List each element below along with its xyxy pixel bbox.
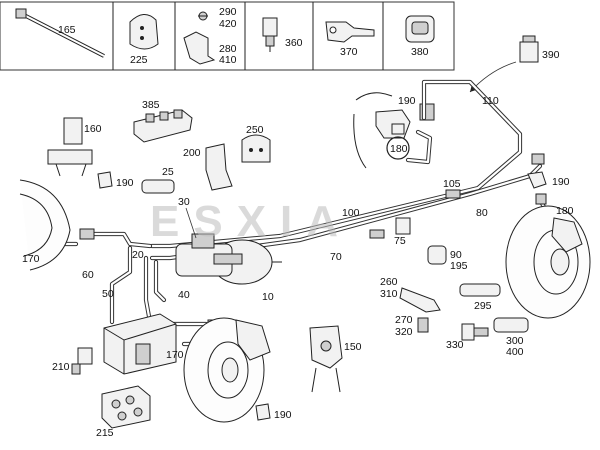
rear-brake-assembly-top [353,92,435,169]
clip-190-bottom [255,403,271,421]
label-190-bottom: 190 [274,409,292,421]
sensor-part [262,17,278,52]
label-320: 320 [395,326,413,338]
label-330: 330 [446,339,464,351]
highlight-circle-180 [386,136,410,160]
line-clip-part [325,21,375,43]
watermark-text: ESXIA [150,197,352,246]
label-150: 150 [344,341,362,353]
pad-clip-260 [399,287,441,313]
sleeve-300 [493,317,529,333]
label-75: 75 [394,235,406,247]
front-right-brake-disc [505,205,591,319]
label-360: 360 [285,37,303,49]
label-250: 250 [246,124,264,136]
label-390: 390 [542,49,560,61]
cable-tie-part [15,8,105,58]
label-215: 215 [96,427,114,439]
header-parts-strip: 165 225 290 420 280 410 360 370 [0,1,455,71]
label-90: 90 [450,249,462,261]
label-30: 30 [178,196,190,208]
label-190-left: 190 [116,177,134,189]
front-lower-brake-disc [183,317,271,423]
label-180-right: 180 [556,205,574,217]
label-400: 400 [506,346,524,358]
label-170-left: 170 [22,253,40,265]
label-385: 385 [142,99,160,111]
rubber-mount-part [405,15,435,43]
clip-190-left [97,171,113,189]
mounting-bracket-part [183,11,216,65]
label-295: 295 [474,300,492,312]
sleeve-295 [459,283,501,297]
label-195: 195 [450,260,468,272]
sleeve-25 [141,179,175,194]
clip-190-right [527,171,547,189]
abs-hydraulic-unit [103,313,177,375]
label-110: 110 [482,95,499,107]
label-190-top: 190 [398,95,416,107]
label-290: 290 [219,6,237,18]
label-200: 200 [183,147,201,159]
label-60: 60 [82,269,94,281]
connector-390 [519,35,539,63]
front-left-brake-disc [19,179,71,271]
mount-160 [47,117,93,177]
plug-250 [241,134,271,163]
label-165: 165 [58,24,76,36]
sensor-330 [461,323,489,341]
label-190-right: 190 [552,176,570,188]
valve-block-385 [133,109,193,143]
label-420: 420 [219,18,237,30]
label-25: 25 [162,166,174,178]
relay-block-215 [101,385,151,429]
cover-plug-part [129,14,159,50]
sleeve-90 [427,245,447,265]
label-40: 40 [178,289,190,301]
label-410: 410 [219,54,237,66]
caliper-150 [309,325,343,393]
label-210: 210 [52,361,70,373]
label-180-top: 180 [390,143,408,155]
label-20: 20 [132,249,144,261]
label-300: 300 [506,335,524,347]
bracket-200 [205,143,233,191]
brake-booster-master-cylinder [175,233,282,285]
label-70: 70 [330,251,342,263]
label-170-bottom: 170 [166,349,184,361]
label-225: 225 [130,54,148,66]
label-280: 280 [219,43,237,55]
label-270: 270 [395,314,413,326]
label-370: 370 [340,46,358,58]
label-380: 380 [411,46,429,58]
label-50: 50 [102,288,114,300]
spring-270 [417,317,429,333]
label-310: 310 [380,288,398,300]
sensor-210 [71,347,93,375]
label-80: 80 [476,207,488,219]
label-160: 160 [84,123,102,135]
label-260: 260 [380,276,398,288]
label-10: 10 [262,291,274,303]
label-100: 100 [342,207,360,219]
label-105: 105 [443,178,461,190]
